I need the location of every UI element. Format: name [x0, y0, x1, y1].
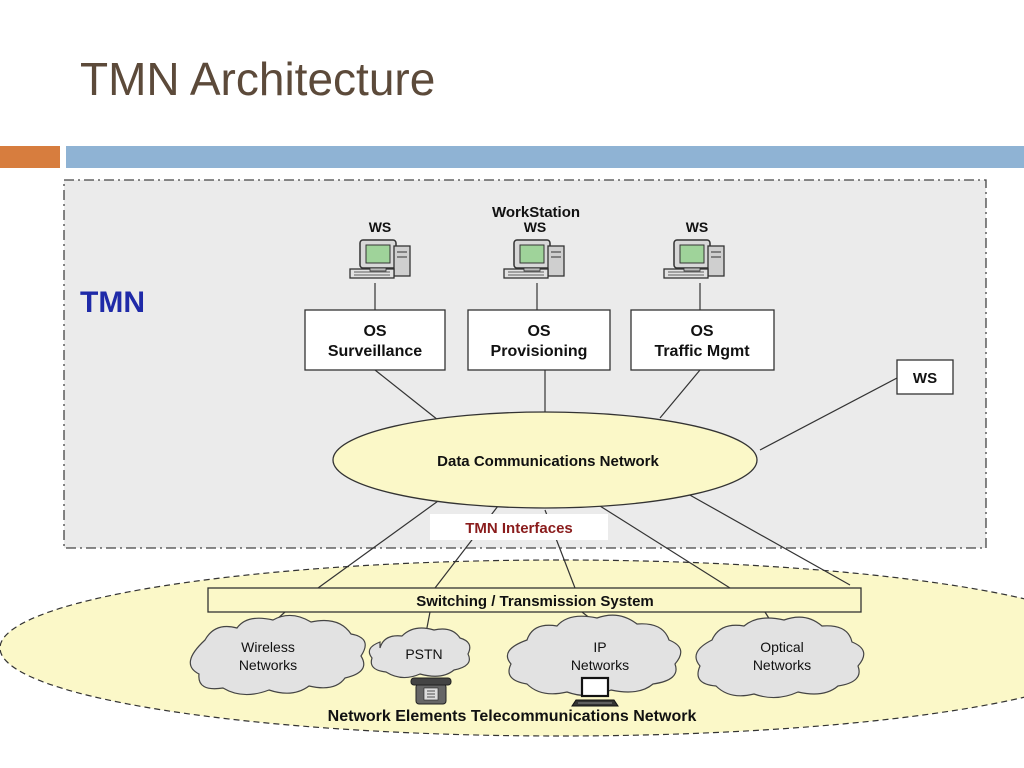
os-traffic-line2: Traffic Mgmt: [654, 343, 750, 360]
dcn-label: Data Communications Network: [437, 453, 659, 470]
os-box-surveillance: [304, 309, 446, 371]
cloud-wireless-line1: Wireless: [241, 639, 295, 655]
os-provisioning-line2: Provisioning: [491, 343, 588, 360]
os-traffic-line1: OS: [690, 323, 713, 340]
network-elements-label: Network Elements Telecommunications Netw…: [328, 708, 697, 725]
slide-title: TMN Architecture: [80, 53, 436, 105]
ws-label-2: WS: [524, 219, 547, 235]
cloud-optical: [695, 616, 865, 699]
os-provisioning-line1: OS: [527, 323, 550, 340]
tmn-interfaces-bg: [430, 514, 608, 540]
cloud-wireless-line2: Networks: [239, 657, 297, 673]
os-surveillance-line1: OS: [363, 323, 386, 340]
ws-label-3: WS: [686, 219, 709, 235]
cloud-pstn-line1: PSTN: [405, 646, 442, 662]
cloud-wireless: [189, 614, 366, 696]
computer-terminal-icon: [571, 676, 619, 707]
os-box-provisioning: [467, 309, 611, 371]
tmn-label: TMN: [80, 286, 145, 319]
ws-box: [896, 359, 954, 395]
accent-bar: [0, 146, 60, 168]
os-box-traffic: [630, 309, 775, 371]
switching-label: Switching / Transmission System: [416, 593, 654, 610]
cloud-optical-line2: Networks: [753, 657, 811, 673]
ws-label-1: WS: [369, 219, 392, 235]
cloud-ip: [506, 614, 682, 697]
ws-box-label: WS: [913, 370, 937, 387]
header-bar: [66, 146, 1024, 168]
cloud-optical-line1: Optical: [760, 639, 804, 655]
os-surveillance-line2: Surveillance: [328, 343, 422, 360]
switching-system-bar: [207, 587, 862, 613]
dcn-ellipse: [332, 411, 758, 509]
cloud-ip-line2: Networks: [571, 657, 629, 673]
tmn-interfaces-label: TMN Interfaces: [465, 520, 573, 537]
cloud-ip-line1: IP: [593, 639, 606, 655]
cloud-pstn: [368, 627, 471, 679]
workstation-header: WorkStation: [492, 204, 580, 221]
telephone-icon: [410, 677, 452, 705]
